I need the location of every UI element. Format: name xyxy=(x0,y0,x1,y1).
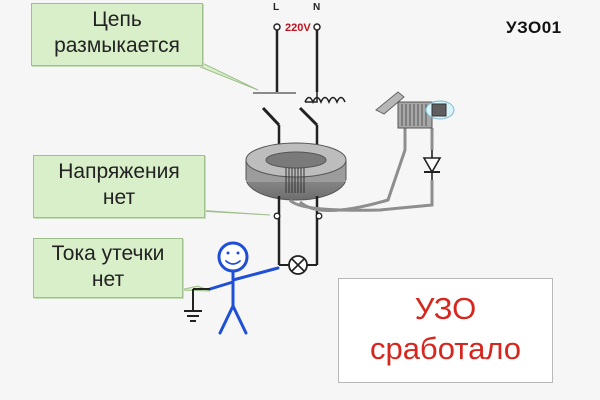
neutral-contact-open xyxy=(298,106,319,127)
status-line-2: сработало xyxy=(369,331,522,366)
diode-icon xyxy=(422,150,442,180)
toroid-core-icon xyxy=(245,142,347,201)
neutral-label: N xyxy=(313,2,321,13)
callout-line: нет xyxy=(91,268,125,291)
device-id-label: УЗО01 xyxy=(506,18,562,37)
status-line-1: УЗО xyxy=(414,291,477,326)
callout-line: Напряжения xyxy=(58,160,180,183)
callout-no-voltage: Напряжения нет xyxy=(33,155,205,218)
phase-contact-open xyxy=(261,106,281,127)
phase-out-terminal xyxy=(273,212,281,220)
supply-voltage-label: 220V xyxy=(285,22,311,34)
callout-line: Цепь xyxy=(92,8,142,31)
status-box: УЗО сработало xyxy=(338,278,553,383)
phase-label: L xyxy=(273,2,280,13)
trip-actuator-icon xyxy=(375,91,455,129)
trip-coil-icon xyxy=(304,96,346,104)
neutral-out-terminal xyxy=(315,212,323,220)
lamp-icon xyxy=(288,255,308,275)
stick-figure-icon xyxy=(208,241,280,335)
callout-line: Тока утечки xyxy=(51,242,165,265)
ground-icon xyxy=(184,288,210,322)
callout-no-leakage: Тока утечки нет xyxy=(33,238,183,298)
callout-circuit-opens: Цепь размыкается xyxy=(31,3,203,66)
winding-lead-2 xyxy=(298,128,407,212)
callout-line: размыкается xyxy=(54,34,180,57)
coil-lead xyxy=(305,92,318,103)
callout-line: нет xyxy=(102,186,136,209)
phase-terminal xyxy=(273,23,281,31)
neutral-terminal xyxy=(313,23,321,31)
